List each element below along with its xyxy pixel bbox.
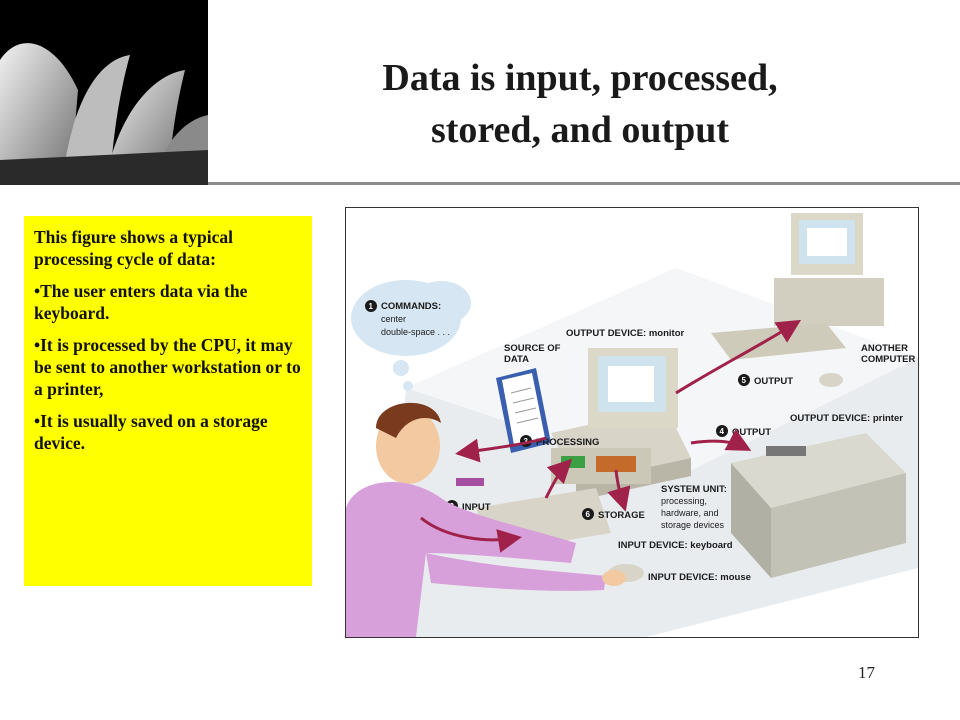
system-unit-label-4: storage devices: [661, 520, 725, 530]
another-computer-label-2: COMPUTER: [861, 354, 916, 365]
page-number: 17: [858, 663, 875, 682]
source-label-1: SOURCE OF: [504, 343, 561, 354]
commands-label: COMMANDS:: [381, 301, 441, 312]
source-document: [496, 368, 551, 453]
printer: [731, 433, 906, 578]
system-unit-label-2: processing,: [661, 496, 707, 506]
commands-line-1: center: [381, 314, 406, 324]
bullet-keyboard: •The user enters data via the keyboard.: [34, 281, 248, 323]
arrow-to-another-computer: [675, 319, 802, 395]
arrow-input: [420, 516, 522, 553]
step-1-marker: [365, 300, 377, 312]
header-photo: [0, 0, 208, 185]
storage-label: STORAGE: [598, 510, 645, 521]
arrow-to-printer: [690, 428, 752, 451]
bullet-cpu: •It is processed by the CPU, it may be s…: [34, 335, 301, 399]
arrow-to-source: [455, 436, 547, 463]
description-panel: This figure shows a typical processing c…: [24, 216, 312, 586]
commands-line-2: double-space . . .: [381, 327, 450, 337]
floppy-disk: [456, 478, 484, 486]
system-unit-label-1: SYSTEM UNIT:: [661, 484, 727, 495]
intro-text: This figure shows a typical processing c…: [34, 227, 234, 269]
step-6-number: 6: [586, 510, 591, 519]
user-person: [346, 402, 626, 637]
processing-label: PROCESSING: [536, 437, 599, 448]
step-1-number: 1: [369, 302, 374, 311]
source-label-2: DATA: [504, 354, 529, 365]
title-line-1: Data is input, processed,: [382, 57, 778, 99]
arrow-storage: [607, 469, 631, 512]
output-4-label: OUTPUT: [732, 427, 771, 438]
output-monitor-label: OUTPUT DEVICE: monitor: [566, 328, 685, 339]
step-5-marker: [738, 374, 750, 386]
output-5-label: OUTPUT: [754, 376, 793, 387]
bullet-storage: •It is usually saved on a storage device…: [34, 411, 268, 453]
input-mouse-label: INPUT DEVICE: mouse: [648, 572, 751, 583]
output-printer-label: OUTPUT DEVICE: printer: [790, 413, 903, 424]
step-5-number: 5: [742, 376, 747, 385]
header-divider: [208, 182, 960, 185]
step-4-number: 4: [720, 427, 725, 436]
arrow-processing: [544, 458, 573, 499]
system-unit-label-3: hardware, and: [661, 508, 719, 518]
opera-house-image: [0, 0, 208, 185]
input-label: INPUT: [462, 502, 491, 513]
slide-title: Data is input, processed, stored, and ou…: [250, 52, 910, 156]
processing-cycle-illustration: 1 COMMANDS: center double-space . . . SO…: [346, 213, 918, 637]
input-keyboard-label: INPUT DEVICE: keyboard: [618, 540, 733, 551]
another-computer-label-1: ANOTHER: [861, 343, 908, 354]
processing-cycle-figure: 1 COMMANDS: center double-space . . . SO…: [345, 207, 919, 638]
data-flow-arrows: [420, 319, 802, 553]
title-line-2: stored, and output: [430, 109, 730, 151]
step-6-marker: [582, 508, 594, 520]
thought-cloud: [351, 280, 471, 391]
main-computer: [551, 348, 691, 501]
